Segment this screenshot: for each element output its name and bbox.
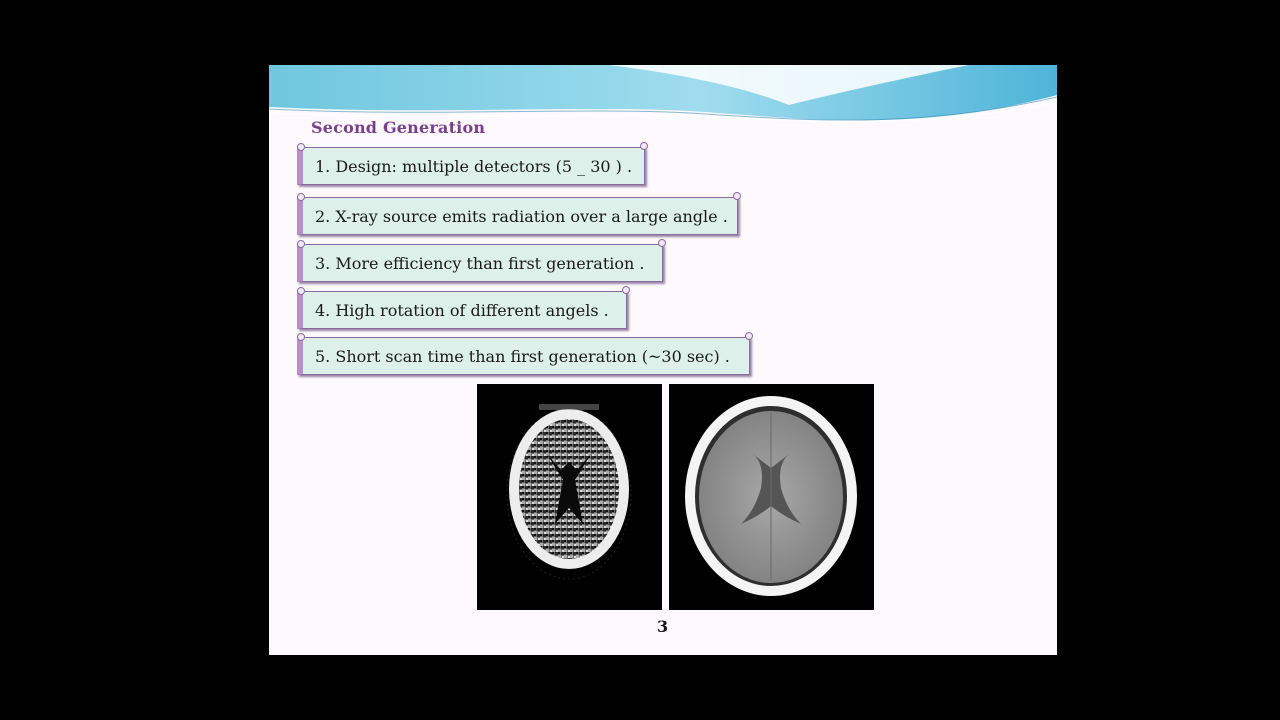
slide-title: Second Generation bbox=[311, 118, 486, 137]
presentation-slide: Second Generation 1. Design: multiple de… bbox=[269, 65, 1057, 655]
list-item-3: 3. More efficiency than first generation… bbox=[297, 239, 666, 282]
wave-decoration bbox=[269, 65, 1057, 123]
list-item-4: 4. High rotation of different angels . bbox=[297, 286, 630, 329]
ct-scan-brain-low-resolution-image bbox=[477, 384, 662, 610]
page-number: 3 bbox=[657, 617, 669, 636]
list-item-1: 1. Design: multiple detectors (5 _ 30 ) … bbox=[297, 142, 648, 185]
list-item-2: 2. X-ray source emits radiation over a l… bbox=[297, 192, 741, 235]
ct-scan-brain-high-resolution-image bbox=[669, 384, 874, 610]
list-item-5: 5. Short scan time than first generation… bbox=[297, 332, 753, 375]
